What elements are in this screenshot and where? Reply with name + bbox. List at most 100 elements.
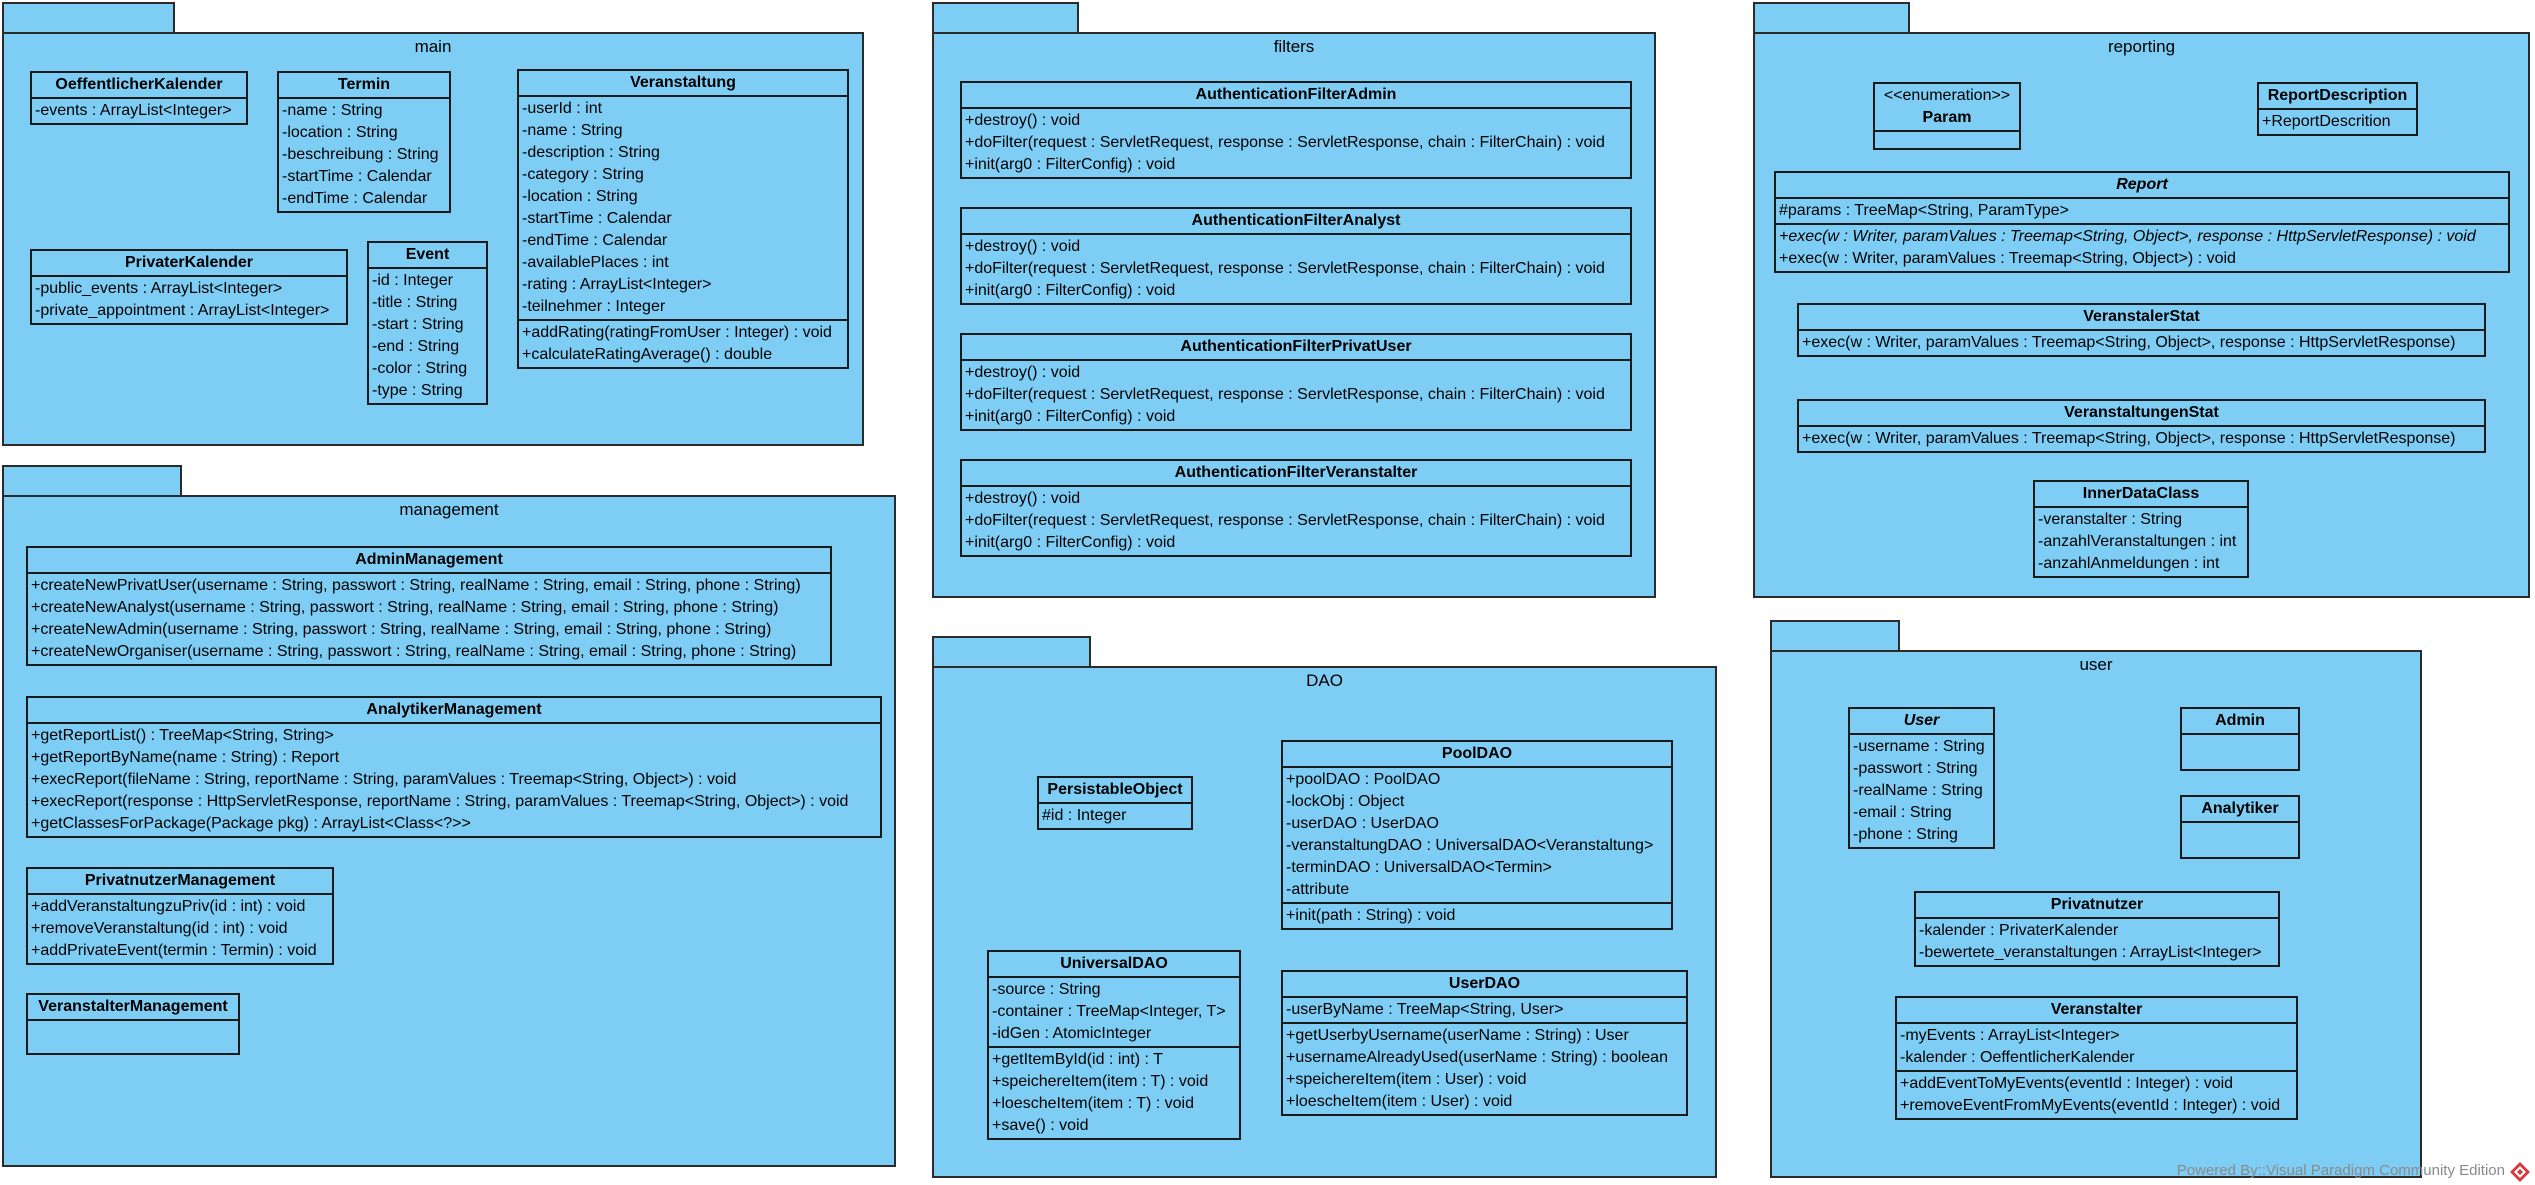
attribute: -startTime : Calendar: [282, 168, 432, 185]
class-adminmanagement[interactable]: AdminManagement +createNewPrivatUser(use…: [26, 546, 832, 666]
attribute: -rating : ArrayList<Integer>: [522, 276, 712, 293]
class-oeffentlicherkalender[interactable]: OeffentlicherKalender -events : ArrayLis…: [30, 71, 248, 125]
class-analytiker[interactable]: Analytiker: [2180, 795, 2300, 859]
operations: +destroy() : void +doFilter(request : Se…: [962, 361, 1630, 429]
attributes: -myEvents : ArrayList<Integer> -kalender…: [1897, 1024, 2296, 1072]
package-name: main: [414, 37, 452, 56]
operation: +doFilter(request : ServletRequest, resp…: [965, 134, 1605, 151]
attribute: -lockObj : Object: [1286, 793, 1405, 810]
operation: +doFilter(request : ServletRequest, resp…: [965, 260, 1605, 277]
attribute: -terminDAO : UniversalDAO<Termin>: [1286, 859, 1552, 876]
attributes: [2182, 823, 2298, 857]
attribute: -realName : String: [1853, 782, 1983, 799]
attribute: -private_appointment : ArrayList<Integer…: [35, 302, 330, 319]
class-veranstalerstat[interactable]: VeranstalerStat +exec(w : Writer, paramV…: [1797, 303, 2486, 357]
operation: +getItemById(id : int) : T: [992, 1051, 1163, 1068]
class-authenticationfilteradmin[interactable]: AuthenticationFilterAdmin +destroy() : v…: [960, 81, 1632, 179]
class-privaterkalender[interactable]: PrivaterKalender -public_events : ArrayL…: [30, 249, 348, 325]
class-header: <<enumeration>> Param: [1875, 84, 2019, 132]
operation: +removeEventFromMyEvents(eventId : Integ…: [1900, 1097, 2281, 1114]
attribute: -idGen : AtomicInteger: [992, 1025, 1152, 1042]
operations: +destroy() : void +doFilter(request : Se…: [962, 109, 1630, 177]
attributes: -id : Integer -title : String -start : S…: [369, 269, 486, 403]
operation: +init(arg0 : FilterConfig) : void: [965, 408, 1176, 425]
attribute: -veranstaltungDAO : UniversalDAO<Veranst…: [1286, 837, 1654, 854]
operation: +createNewOrganiser(username : String, p…: [31, 643, 797, 660]
attribute: -public_events : ArrayList<Integer>: [35, 280, 283, 297]
attribute: -title : String: [372, 294, 458, 311]
class-veranstalter[interactable]: Veranstalter -myEvents : ArrayList<Integ…: [1895, 996, 2298, 1120]
package-name: management: [399, 500, 499, 519]
class-param[interactable]: <<enumeration>> Param: [1873, 82, 2021, 150]
attribute: -attribute: [1286, 881, 1350, 898]
class-name: Event: [369, 243, 486, 269]
class-name: AuthenticationFilterAnalyst: [962, 209, 1630, 235]
operations: +getReportList() : TreeMap<String, Strin…: [28, 724, 880, 836]
operation: +doFilter(request : ServletRequest, resp…: [965, 386, 1605, 403]
attribute: +ReportDescrition: [2262, 113, 2391, 130]
class-name: ReportDescription: [2259, 84, 2416, 110]
class-header: User: [1850, 709, 1993, 735]
class-admin[interactable]: Admin: [2180, 707, 2300, 771]
class-authenticationfilterprivatuser[interactable]: AuthenticationFilterPrivatUser +destroy(…: [960, 333, 1632, 431]
operations: +addVeranstaltungzuPriv(id : int) : void…: [28, 895, 332, 963]
attribute: -events : ArrayList<Integer>: [35, 102, 232, 119]
class-userdao[interactable]: UserDAO -userByName : TreeMap<String, Us…: [1281, 970, 1688, 1116]
attributes: -kalender : PrivaterKalender -bewertete_…: [1916, 919, 2278, 965]
attribute: -availablePlaces : int: [522, 254, 669, 271]
class-authenticationfilterveranstalter[interactable]: AuthenticationFilterVeranstalter +destro…: [960, 459, 1632, 557]
class-reportdescription[interactable]: ReportDescription +ReportDescrition: [2257, 82, 2418, 136]
class-report[interactable]: Report #params : TreeMap<String, ParamTy…: [1774, 171, 2510, 273]
class-pooldao[interactable]: PoolDAO +poolDAO : PoolDAO -lockObj : Ob…: [1281, 740, 1673, 930]
operation: +speichereItem(item : T) : void: [992, 1073, 1209, 1090]
class-privatnutzermanagement[interactable]: PrivatnutzerManagement +addVeranstaltung…: [26, 867, 334, 965]
operation: +getReportByName(name : String) : Report: [31, 749, 340, 766]
operation: +addRating(ratingFromUser : Integer) : v…: [522, 324, 832, 341]
attribute: -color : String: [372, 360, 468, 377]
operation: +save() : void: [992, 1117, 1089, 1134]
class-name: AuthenticationFilterVeranstalter: [962, 461, 1630, 487]
operation: +speichereItem(item : User) : void: [1286, 1071, 1527, 1088]
attribute: -anzahlAnmeldungen : int: [2038, 555, 2220, 572]
class-veranstaltermanagement[interactable]: VeranstalterManagement: [26, 993, 240, 1055]
attribute: #id : Integer: [1042, 807, 1127, 824]
attribute: -userByName : TreeMap<String, User>: [1286, 1001, 1564, 1018]
class-universaldao[interactable]: UniversalDAO -source : String -container…: [987, 950, 1241, 1140]
class-authenticationfilteranalyst[interactable]: AuthenticationFilterAnalyst +destroy() :…: [960, 207, 1632, 305]
class-analytikermanagement[interactable]: AnalytikerManagement +getReportList() : …: [26, 696, 882, 838]
operations: +addEventToMyEvents(eventId : Integer) :…: [1897, 1072, 2296, 1118]
attribute: -end : String: [372, 338, 460, 355]
class-persistableobject[interactable]: PersistableObject #id : Integer: [1037, 776, 1193, 830]
operation: +exec(w : Writer, paramValues : Treemap<…: [1779, 228, 2476, 245]
attribute: -location : String: [522, 188, 638, 205]
operations: +getItemById(id : int) : T +speichereIte…: [989, 1048, 1239, 1138]
class-termin[interactable]: Termin -name : String -location : String…: [277, 71, 451, 213]
attributes: +ReportDescrition: [2259, 110, 2416, 134]
class-veranstaltungenstat[interactable]: VeranstaltungenStat +exec(w : Writer, pa…: [1797, 399, 2486, 453]
package-name: filters: [1273, 37, 1315, 56]
attribute: -beschreibung : String: [282, 146, 439, 163]
attribute: -veranstalter : String: [2038, 511, 2183, 528]
operation: +destroy() : void: [965, 238, 1081, 255]
operation: +removeVeranstaltung(id : int) : void: [31, 920, 288, 937]
operations: +destroy() : void +doFilter(request : Se…: [962, 235, 1630, 303]
package-name: user: [2079, 655, 2113, 674]
operation: +init(arg0 : FilterConfig) : void: [965, 156, 1176, 173]
class-privatnutzer[interactable]: Privatnutzer -kalender : PrivaterKalende…: [1914, 891, 2280, 967]
operations: +getUserbyUsername(userName : String) : …: [1283, 1024, 1686, 1114]
attributes: -veranstalter : String -anzahlVeranstalt…: [2035, 508, 2247, 576]
operation: +destroy() : void: [965, 112, 1081, 129]
attribute: -category : String: [522, 166, 644, 183]
attribute: -description : String: [522, 144, 660, 161]
class-event[interactable]: Event -id : Integer -title : String -sta…: [367, 241, 488, 405]
attributes: -name : String -location : String -besch…: [279, 99, 449, 211]
attribute: +poolDAO : PoolDAO: [1286, 771, 1441, 788]
attribute: -username : String: [1853, 738, 1985, 755]
class-veranstaltung[interactable]: Veranstaltung -userId : int -name : Stri…: [517, 69, 849, 369]
attribute: -endTime : Calendar: [522, 232, 668, 249]
attribute: -name : String: [522, 122, 623, 139]
operation: +exec(w : Writer, paramValues : Treemap<…: [1802, 334, 2456, 351]
class-innerdataclass[interactable]: InnerDataClass -veranstalter : String -a…: [2033, 480, 2249, 578]
class-user[interactable]: User -username : String -passwort : Stri…: [1848, 707, 1995, 849]
operation: +destroy() : void: [965, 490, 1081, 507]
